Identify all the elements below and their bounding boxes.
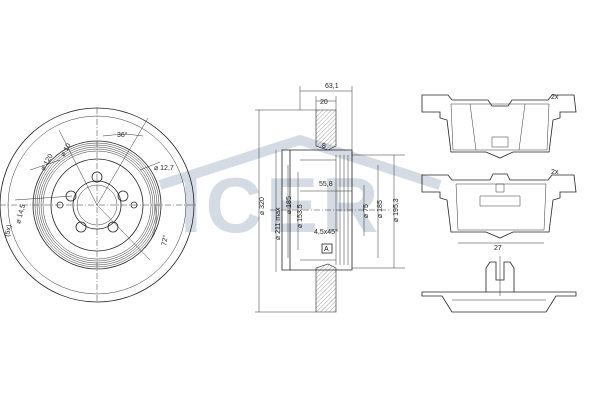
pad-bottom-qty: 2x: [551, 169, 559, 176]
pad-top-outline: [421, 94, 577, 159]
watermark-text: ICER: [180, 161, 382, 249]
pin-hole: [56, 201, 64, 209]
brake-pads-view: 2x 2x 27: [421, 94, 577, 313]
bolt-hole: [117, 190, 129, 202]
bolt-hole: [91, 171, 103, 183]
disc-front-view: 36° ⌀ 10 ⌀ 120 ⌀ 12,7 ⌀ 14,5 (5x) 72°: [0, 107, 196, 303]
hat-body: [281, 149, 353, 271]
rotor-cheek-top: [315, 109, 337, 151]
dia-12-7-label: ⌀ 12,7: [154, 165, 174, 172]
pad-side-outline: [421, 291, 577, 313]
pad-width-label: 27: [494, 245, 502, 252]
bolt-hole: [65, 190, 77, 202]
dia-211-label: ⌀ 211 max: [275, 207, 282, 240]
watermark-logo: ICER: [158, 134, 442, 249]
dia-14-5-label: ⌀ 14,5: [15, 203, 27, 224]
bolt-hole: [75, 221, 87, 233]
dia-195-3-label: ⌀ 195,3: [393, 198, 400, 222]
chamfer-label: 4,5x45°: [314, 228, 338, 236]
pad-top-qty: 2x: [551, 94, 559, 101]
pin-hole: [130, 201, 138, 209]
dia-75-label: ⌀ 75: [363, 204, 370, 218]
thickness-20-label: 20: [320, 99, 328, 106]
marker-a-label: A: [324, 246, 329, 253]
marker-box: [321, 243, 333, 254]
bolt-count-label: (5x): [4, 224, 13, 237]
dia-185-a-label: ⌀ 185: [286, 196, 293, 214]
pad-bottom-outline: [421, 173, 577, 239]
dia-320-label: ⌀ 320: [259, 197, 266, 215]
angle-36-label: 36°: [117, 131, 128, 139]
rotor-cheek-bottom: [315, 263, 337, 313]
dia-185-b-label: ⌀ 185: [377, 200, 384, 218]
bolt-hole: [107, 221, 119, 233]
width-63-1-label: 63,1: [325, 83, 339, 90]
dia-153-5-label: ⌀ 153,5: [297, 204, 304, 228]
pad-top-sensor-slot: [491, 136, 509, 148]
disc-section-view: 63,1 20 A 55,8 8 4,5x45° ⌀ 320 ⌀ 211 max…: [255, 83, 405, 313]
dim-8-label: 8: [322, 143, 326, 150]
dim-55-8-label: 55,8: [319, 181, 333, 188]
angle-72-label: 72°: [160, 234, 170, 246]
